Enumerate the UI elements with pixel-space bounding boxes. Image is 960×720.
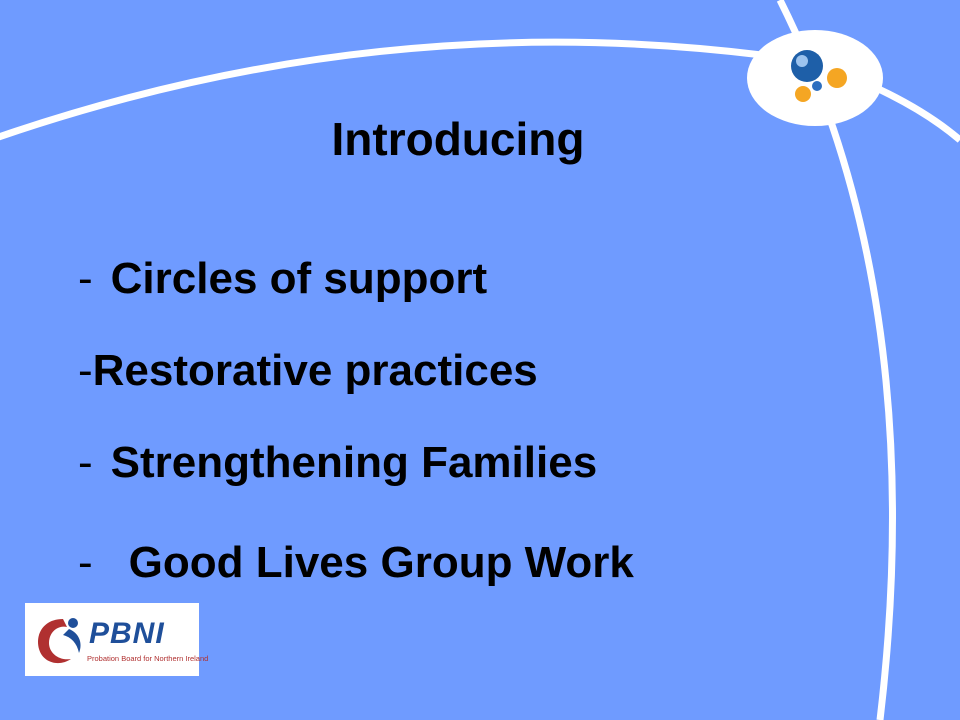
bullet-text: Restorative practices xyxy=(92,346,538,395)
bullet-item: -Strengthening Families xyxy=(78,434,634,526)
bullet-dash: - xyxy=(78,538,93,587)
molecule-logo-icon xyxy=(747,30,883,126)
bullet-item: -Good Lives Group Work xyxy=(78,534,634,626)
bullet-item: -Circles of support xyxy=(78,250,634,342)
bullet-dash: - xyxy=(78,254,93,303)
bullet-item: -Restorative practices xyxy=(78,342,634,434)
logo-subtitle: Probation Board for Northern Ireland xyxy=(87,654,209,663)
slide-title: Introducing xyxy=(331,113,585,165)
bullet-text: Good Lives Group Work xyxy=(128,538,634,587)
logo-wordmark: PBNI xyxy=(89,617,165,650)
bullet-list: -Circles of support -Restorative practic… xyxy=(78,250,634,626)
pbni-logo: PBNI Probation Board for Northern Irelan… xyxy=(25,603,208,676)
pbni-swirl-icon xyxy=(38,618,81,664)
bullet-dash: - xyxy=(78,438,93,487)
bullet-text: Strengthening Families xyxy=(110,438,598,487)
bullet-text: Circles of support xyxy=(110,254,488,303)
bullet-dash: - xyxy=(78,346,93,395)
